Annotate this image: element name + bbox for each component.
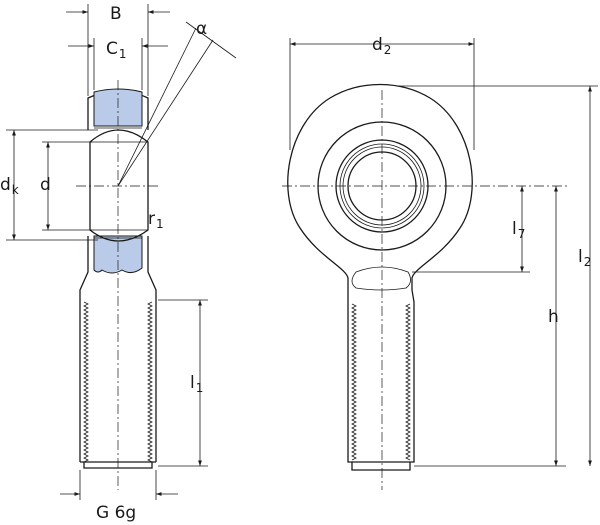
dimension-l2: l2 bbox=[396, 85, 598, 466]
dimension-h: h bbox=[414, 186, 566, 467]
threaded-shank-side bbox=[79, 300, 157, 469]
dimension-dk: dk bbox=[0, 129, 98, 241]
side-section-view bbox=[76, 21, 237, 490]
label-d: d bbox=[40, 175, 51, 195]
label-l1: l1 bbox=[190, 373, 203, 395]
rod-end-eye-outline bbox=[287, 83, 473, 463]
housing-neck bbox=[79, 236, 157, 300]
label-h: h bbox=[548, 307, 559, 327]
label-alpha: α bbox=[196, 19, 207, 39]
inner-ring-ball bbox=[89, 127, 149, 242]
label-d2: d2 bbox=[372, 35, 391, 57]
thread-serration bbox=[83, 301, 89, 463]
label-r1: r1 bbox=[148, 209, 164, 231]
dimension-d: d bbox=[40, 141, 92, 231]
dimension-l1: l1 bbox=[158, 299, 208, 467]
dimension-B: B bbox=[66, 4, 170, 96]
label-C1: C1 bbox=[106, 39, 127, 61]
thread-serration bbox=[405, 303, 411, 461]
dimension-thread: G 6g bbox=[60, 470, 178, 523]
label-B: B bbox=[110, 4, 122, 24]
dimension-C1: C1 bbox=[68, 38, 168, 90]
dimension-l7: l7 bbox=[412, 186, 530, 273]
bearing-liner-bottom bbox=[93, 235, 143, 274]
thread-serration bbox=[351, 303, 357, 461]
thread-serration bbox=[147, 301, 153, 463]
label-thread: G 6g bbox=[96, 503, 136, 523]
label-l7: l7 bbox=[512, 219, 525, 241]
label-dk: dk bbox=[0, 175, 19, 197]
label-l2: l2 bbox=[578, 247, 591, 269]
front-view bbox=[282, 83, 570, 490]
dimension-d2: d2 bbox=[289, 35, 475, 150]
